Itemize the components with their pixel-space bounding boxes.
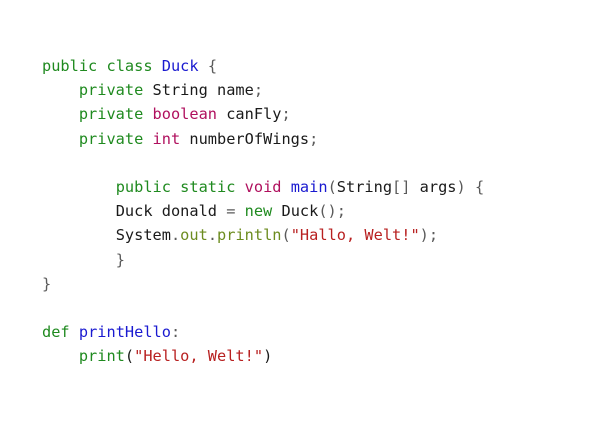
code-token-type: void [244, 177, 282, 196]
code-token-text: String [336, 177, 393, 196]
code-token-keyword: private [78, 81, 144, 100]
code-line: print("Hello, Welt!") [42, 344, 484, 368]
code-line: def printHello: [42, 320, 484, 344]
code-token-punct: . [170, 226, 181, 245]
code-token-member: out [180, 226, 208, 245]
code-token-text: ( [124, 347, 135, 366]
code-token-keyword: class [106, 57, 153, 75]
code-token-punct: = [226, 202, 236, 221]
code-token-keyword: public [42, 57, 98, 75]
code-line [42, 296, 484, 320]
code-token-text [143, 105, 152, 123]
code-token-text: ) [263, 347, 273, 366]
code-line: } [42, 272, 484, 296]
code-token-punct: (); [318, 202, 346, 221]
code-token-punct: : [170, 323, 181, 342]
code-token-text [282, 178, 291, 196]
code-token-type: int [152, 129, 181, 148]
code-line: private boolean canFly; [42, 102, 484, 126]
code-token-keyword: private [78, 129, 144, 148]
code-token-name: main [290, 177, 328, 196]
code-token-text [466, 178, 475, 196]
code-line: public static void main(String[] args) { [42, 175, 485, 199]
code-token-text [171, 178, 180, 196]
code-token-keyword: private [78, 105, 144, 124]
code-token-punct: ; [309, 129, 319, 148]
code-token-text [42, 178, 116, 196]
code-token-punct: } [115, 250, 125, 269]
code-line: public class Duck { [42, 54, 484, 78]
code-token-keyword: public [115, 177, 171, 196]
code-token-text: numberOfWings [180, 129, 310, 148]
code-line: System.out.println("Hallo, Welt!"); [42, 223, 484, 247]
code-token-text: canFly [217, 105, 282, 124]
code-token-text [42, 105, 79, 123]
code-token-punct: [] [392, 177, 411, 196]
code-token-string: "Hello, Welt!" [134, 347, 264, 366]
code-token-type: boolean [152, 105, 217, 124]
code-line: private int numberOfWings; [42, 127, 484, 151]
code-token-keyword: print [78, 347, 125, 366]
code-token-text [42, 81, 79, 99]
code-block: public class Duck { private String name;… [42, 54, 484, 368]
code-token-text: args [410, 177, 457, 196]
code-token-name: printHello [78, 323, 171, 342]
code-token-text [235, 202, 244, 220]
code-token-punct: ); [419, 226, 439, 245]
code-token-punct: . [207, 226, 218, 245]
code-token-text [42, 251, 116, 269]
code-token-keyword: new [244, 202, 273, 221]
code-token-punct: ( [281, 226, 291, 245]
code-token-punct: ) [456, 177, 466, 196]
code-token-text: String name [143, 81, 254, 100]
code-line: } [42, 248, 484, 272]
code-token-text [42, 226, 116, 244]
code-line: Duck donald = new Duck(); [42, 199, 484, 223]
code-token-member: println [217, 226, 282, 245]
code-token-text [42, 202, 116, 220]
code-token-string: "Hallo, Welt!" [290, 226, 420, 245]
code-token-text [199, 57, 208, 75]
code-token-text [42, 347, 79, 365]
code-token-text [153, 57, 162, 75]
code-token-punct: { [474, 177, 485, 196]
code-token-text [235, 178, 244, 196]
code-token-text: System [115, 226, 171, 245]
code-token-punct: { [207, 57, 218, 75]
code-token-name: Duck [161, 57, 199, 75]
code-token-text [42, 130, 79, 148]
code-token-keyword: static [180, 177, 236, 196]
code-token-punct: ; [253, 81, 264, 100]
code-token-text [143, 130, 152, 148]
code-token-punct: } [42, 274, 52, 293]
code-token-punct: ; [281, 105, 291, 124]
code-token-text [70, 323, 79, 341]
code-token-text: Duck donald [115, 202, 227, 221]
code-token-punct: ( [327, 177, 337, 196]
code-token-text: Duck [272, 202, 319, 221]
code-line: private String name; [42, 78, 484, 102]
code-token-keyword: def [42, 323, 70, 342]
code-line [42, 151, 484, 175]
